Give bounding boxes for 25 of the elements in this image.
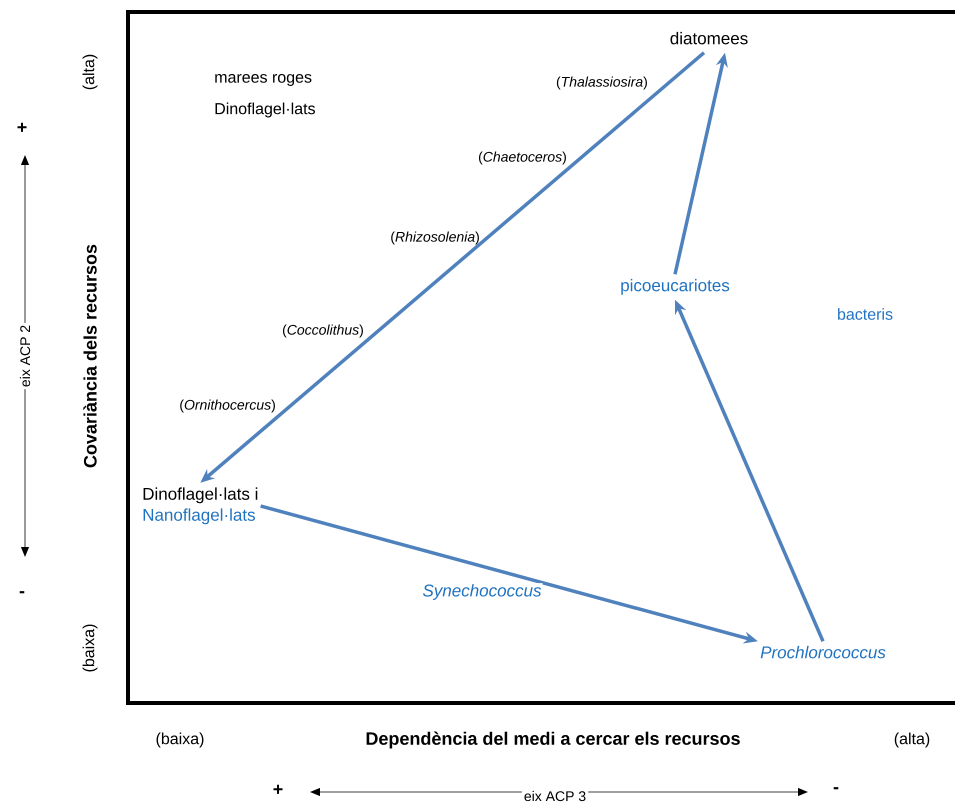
genus-label: (Rhizosolenia)	[391, 231, 479, 245]
axis-name: eix ACP 2	[18, 322, 32, 390]
genus-label: (Chaetoceros)	[478, 151, 566, 165]
axis-end-label: (alta)	[894, 732, 930, 748]
genus-label: (Thalassiosira)	[556, 76, 647, 90]
sign-label: -	[20, 591, 24, 594]
note-text: marees roges	[215, 74, 312, 86]
axis-name: eix ACP 3	[522, 788, 588, 803]
node-label: diatomees	[670, 32, 748, 44]
axis-end-label: (alta)	[82, 54, 98, 90]
group-label: bacteris	[838, 308, 892, 320]
genus-label: (Coccolithus)	[282, 324, 363, 338]
axis-end-label: (baixa)	[156, 732, 204, 748]
node-label: Dinoflagel·lats i Nanoflagel·lats	[144, 487, 258, 524]
axis-title: Covariància dels recursos	[83, 244, 97, 468]
genus-label: (Ornithocercus)	[180, 399, 275, 413]
node-label: Prochlorococcus	[760, 646, 886, 658]
axis-end-label: (baixa)	[82, 624, 98, 672]
axis-title: Dependència del medi a cercar els recursos	[366, 732, 740, 748]
sign-label: -	[834, 787, 838, 790]
edge-label: Synechococcus	[421, 583, 543, 601]
note-text: Dinoflagel·lats	[216, 102, 315, 118]
sign-label: +	[274, 784, 283, 794]
node-label: picoeucariotes	[621, 278, 730, 295]
sign-label: +	[18, 122, 27, 132]
